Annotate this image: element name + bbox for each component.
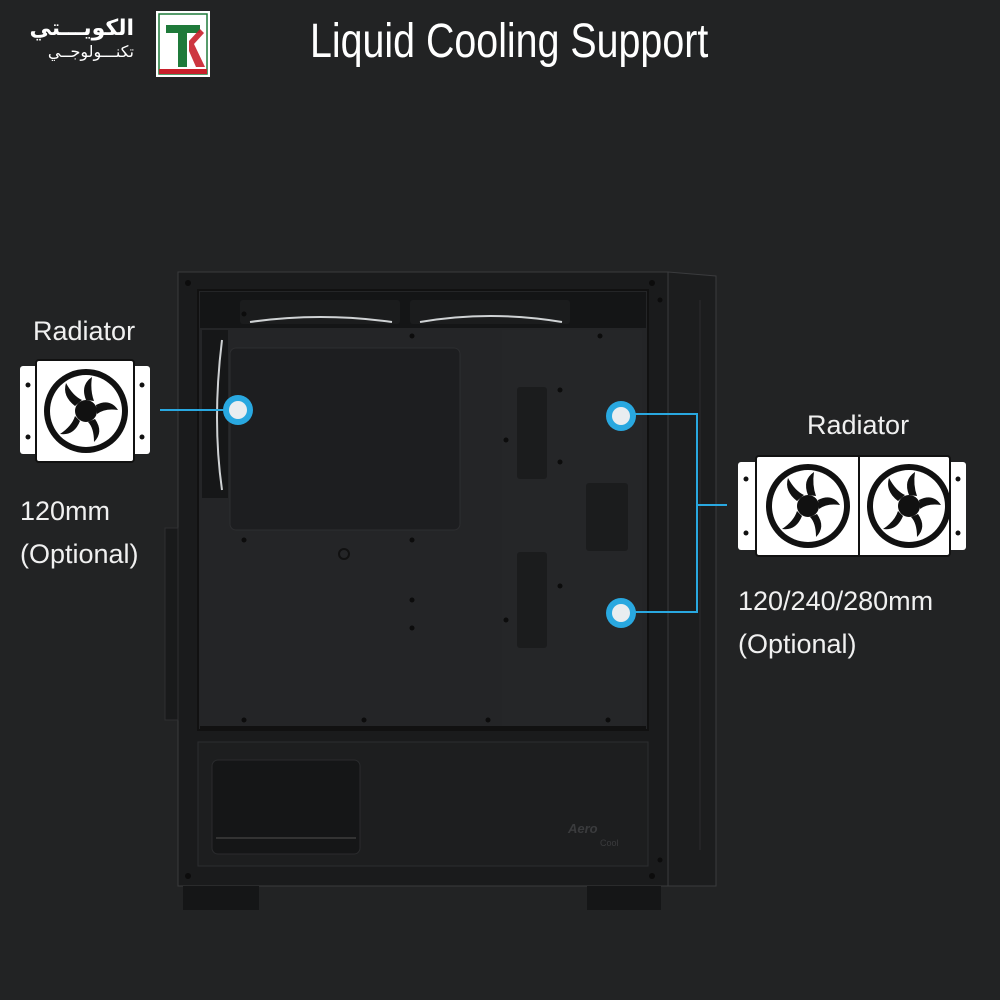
radiator-fan-icon (867, 464, 951, 548)
page-title: Liquid Cooling Support (310, 15, 709, 68)
case-brand-mark: Aero (567, 821, 598, 836)
radiator-240-icon (738, 455, 966, 557)
brand-logo-mark (156, 11, 210, 77)
left-radiator-size: 120mm (Optional) (20, 490, 139, 576)
brand-logo-text: الكويـــتي تكنـــولوجــي (8, 16, 134, 62)
right-radiator-size-value: 120/240/280mm (738, 586, 934, 616)
right-radiator-optional-note: (Optional) (738, 629, 857, 659)
radiator-120-icon (20, 359, 150, 463)
left-radiator-pointer (160, 395, 253, 425)
left-radiator-size-value: 120mm (20, 496, 111, 526)
brand-name-line2: تكنـــولوجــي (47, 42, 134, 61)
left-radiator-optional-note: (Optional) (20, 539, 139, 569)
radiator-fan-icon (766, 464, 850, 548)
left-radiator-label: Radiator (33, 316, 136, 346)
brand-name-line1: الكويـــتي (29, 16, 134, 41)
right-radiator-size: 120/240/280mm (Optional) (738, 580, 933, 666)
right-radiator-label: Radiator (807, 410, 910, 440)
right-radiator-pointer (606, 401, 727, 628)
case-brand-sub: Cool (600, 838, 619, 848)
pc-case: Aero Cool (164, 271, 717, 910)
